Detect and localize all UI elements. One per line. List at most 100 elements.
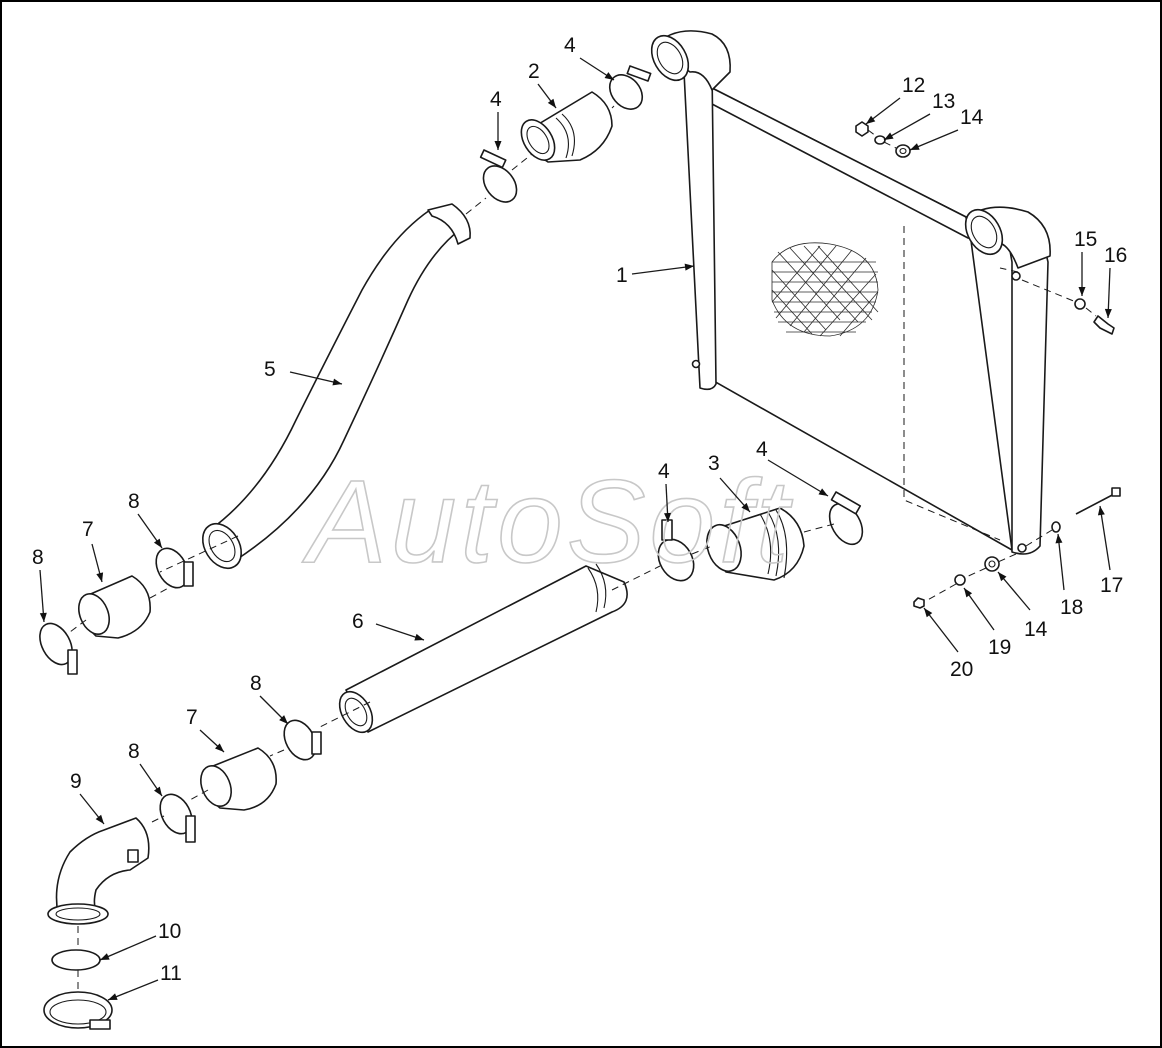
callout-arrowhead (604, 72, 614, 80)
callout-number: 2 (528, 60, 540, 83)
part-14-bushing-upper (895, 144, 911, 158)
callout-c8a: 8 (32, 546, 47, 623)
callout-c4d: 4 (756, 438, 829, 497)
callout-number: 20 (950, 658, 973, 681)
callout-c17: 17 (1097, 505, 1123, 597)
callout-c12: 12 (865, 74, 925, 125)
part-6-hose-lower (338, 563, 628, 734)
callout-arrowhead (818, 488, 828, 496)
callout-arrowhead (154, 786, 162, 796)
callout-arrowhead (866, 115, 876, 124)
callout-number: 10 (158, 920, 181, 943)
callout-number: 16 (1104, 244, 1127, 267)
part-7-sleeve-lower (200, 747, 277, 811)
callout-number: 13 (932, 90, 955, 113)
callout-arrowhead (664, 512, 672, 522)
part-9-elbow (47, 817, 150, 925)
callout-number: 8 (128, 490, 140, 513)
part-4-clamp-upper-right (608, 65, 652, 110)
callout-leader-line (99, 935, 157, 961)
callout-number: 11 (160, 962, 182, 985)
callout-arrowhead (964, 588, 973, 598)
part-4-clamp-lower-right (828, 491, 864, 546)
callout-number: 14 (1024, 618, 1048, 641)
callout-c8d: 8 (128, 740, 163, 797)
callout-number: 1 (616, 264, 628, 287)
part-11-v-clamp (43, 991, 113, 1030)
callout-c3: 3 (708, 452, 751, 513)
callout-number: 8 (32, 546, 44, 569)
callout-c4c: 4 (658, 460, 672, 523)
callout-c8c: 8 (250, 672, 289, 725)
part-3-hose-coupler (706, 507, 805, 581)
callout-arrowhead (1097, 506, 1105, 516)
callout-number: 17 (1100, 574, 1123, 597)
callout-leader-line (767, 459, 829, 497)
part-15-washer (1074, 298, 1086, 310)
part-20-nut (913, 597, 925, 609)
part-14-bushing-lower (984, 556, 1000, 572)
callout-number: 4 (658, 460, 670, 483)
callout-c1: 1 (616, 263, 695, 287)
callout-arrowhead (741, 502, 750, 512)
part-8-clamp-a (39, 622, 78, 675)
part-8-clamp-b (155, 547, 194, 589)
callout-number: 4 (564, 34, 576, 57)
callout-number: 14 (960, 106, 984, 129)
callout-number: 5 (264, 358, 276, 381)
callout-number: 19 (988, 636, 1011, 659)
callout-number: 4 (490, 88, 502, 111)
callout-arrowhead (924, 608, 933, 618)
callout-c16: 16 (1104, 244, 1127, 319)
callout-arrowhead (332, 378, 342, 386)
callout-c4a: 4 (564, 34, 615, 81)
callout-c9: 9 (70, 770, 105, 825)
callout-c14b: 14 (997, 571, 1048, 641)
part-10-o-ring (51, 949, 101, 971)
callout-c2: 2 (528, 60, 557, 109)
callout-c19: 19 (963, 587, 1011, 659)
callout-c5: 5 (264, 358, 343, 386)
callout-number: 12 (902, 74, 925, 97)
callout-arrowhead (910, 143, 920, 150)
assembly-centerlines (69, 105, 1097, 992)
callout-arrowhead (1055, 534, 1063, 544)
callout-arrowhead (414, 633, 424, 641)
part-1-intercooler (650, 30, 1051, 555)
callout-c18: 18 (1055, 533, 1083, 619)
callout-arrowhead (684, 263, 694, 271)
callout-arrowhead (1104, 308, 1112, 318)
callout-arrowhead (153, 538, 162, 548)
callout-arrowhead (998, 572, 1007, 582)
callout-leader-line (923, 607, 959, 653)
callout-c8b: 8 (128, 490, 163, 549)
callout-c14a: 14 (909, 106, 984, 151)
callout-c11: 11 (107, 962, 182, 1001)
callout-c20: 20 (923, 607, 973, 681)
callout-arrowhead (279, 715, 288, 724)
callout-arrowhead (108, 993, 118, 1000)
callout-number: 9 (70, 770, 82, 793)
part-2-hose-coupler (520, 91, 613, 163)
callout-number: 6 (352, 610, 364, 633)
part-12-nut (855, 121, 869, 137)
callout-arrowhead (884, 132, 894, 140)
part-17-long-bolt (1075, 487, 1121, 515)
part-18-washer (1051, 521, 1061, 533)
callout-number: 8 (250, 672, 262, 695)
part-7-sleeve-upper (78, 575, 151, 639)
callout-number: 7 (82, 518, 94, 541)
callout-arrowhead (100, 953, 110, 960)
callout-arrowhead (95, 814, 104, 824)
callout-arrowhead (494, 141, 502, 150)
callout-c10: 10 (99, 920, 181, 961)
callout-number: 18 (1060, 596, 1083, 619)
part-13-washer (874, 135, 886, 145)
callout-arrowhead (1078, 287, 1086, 296)
part-4-clamp-lower-left (657, 519, 695, 582)
callout-arrowhead (96, 572, 104, 582)
callout-c4b: 4 (490, 88, 502, 150)
